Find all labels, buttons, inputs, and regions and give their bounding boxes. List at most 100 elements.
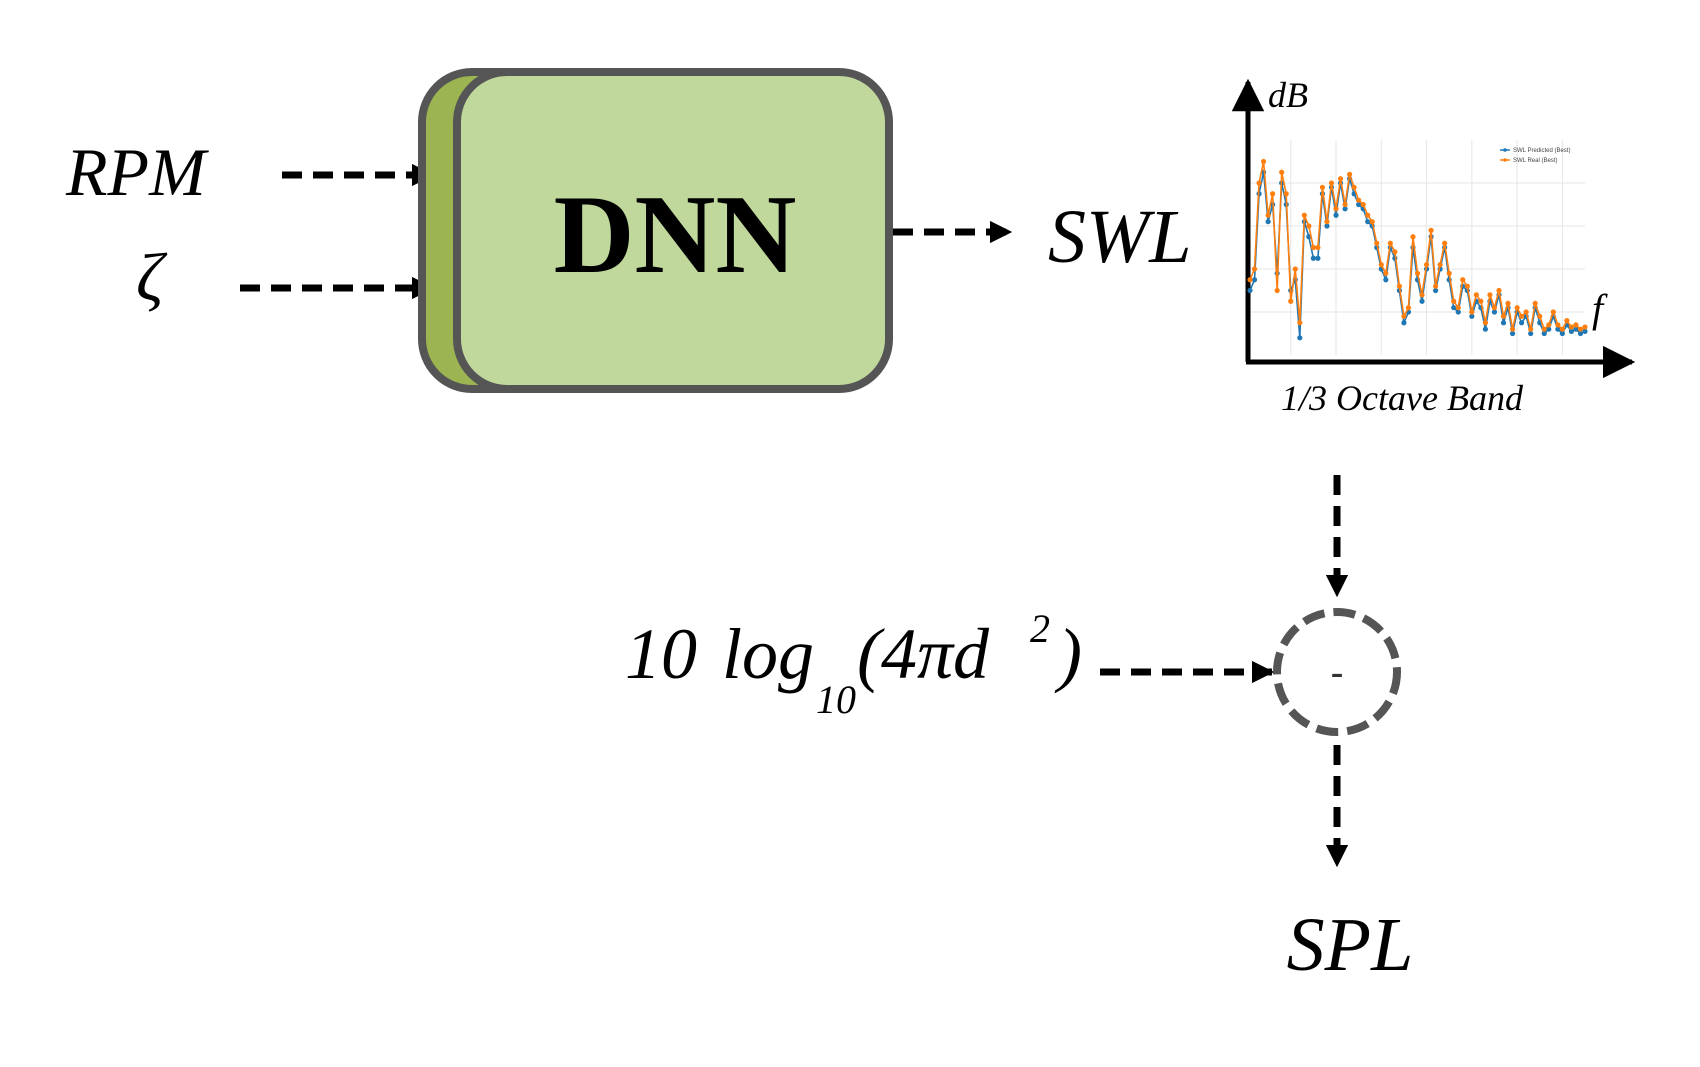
data-point-real [1555, 322, 1561, 328]
legend-marker-real [1503, 158, 1507, 162]
data-point-predicted [1356, 201, 1362, 208]
data-point-real [1365, 212, 1371, 218]
offset-argument: (4πd [857, 614, 990, 694]
data-point-predicted [1528, 330, 1534, 337]
data-point-predicted [1559, 330, 1565, 337]
dnn-block [453, 68, 893, 393]
data-point-real [1369, 219, 1375, 225]
data-point-real [1568, 324, 1575, 330]
data-point-real [1251, 266, 1258, 272]
data-point-real [1383, 270, 1389, 276]
data-point-real [1292, 266, 1298, 272]
data-point-real [1414, 270, 1421, 276]
data-point-real [1528, 326, 1534, 332]
data-point-predicted [1383, 277, 1389, 283]
data-point-real [1460, 277, 1466, 283]
data-point-real [1509, 326, 1516, 332]
data-point-real [1374, 240, 1380, 246]
data-point-predicted [1509, 330, 1516, 337]
data-point-real [1573, 322, 1579, 328]
data-point-predicted [1297, 335, 1303, 341]
data-point-real [1523, 309, 1529, 315]
data-point-predicted [1401, 320, 1407, 326]
spl-label: SPL [1287, 903, 1414, 987]
data-point-real [1401, 313, 1407, 319]
offset-exponent: 2 [1030, 606, 1050, 651]
data-point-real [1500, 313, 1507, 319]
data-point-real [1283, 191, 1289, 197]
data-point-real [1505, 300, 1511, 306]
data-point-real [1356, 197, 1362, 203]
data-point-real [1301, 212, 1307, 218]
plot-x-axis-label: f [1592, 286, 1608, 331]
data-point-predicted [1251, 277, 1258, 283]
data-point-predicted [1541, 330, 1547, 337]
data-point-real [1582, 324, 1588, 330]
data-point-real [1473, 292, 1479, 298]
data-point-real [1387, 240, 1393, 246]
data-point-predicted [1582, 328, 1588, 334]
data-point-predicted [1573, 326, 1579, 332]
data-point-predicted [1469, 313, 1475, 319]
data-point-real [1482, 320, 1489, 326]
zeta-label: ζ [136, 239, 168, 315]
plot-y-axis-label: dB [1268, 75, 1308, 115]
data-point-real [1541, 326, 1547, 332]
subtract-node [1273, 608, 1401, 736]
data-point-predicted [1433, 287, 1439, 294]
plot-legend: SWL Predicted (Best) SWL Real (Best) [1500, 148, 1570, 164]
data-point-real [1419, 292, 1425, 298]
data-point-real [1328, 180, 1335, 186]
data-point-predicted [1500, 320, 1507, 326]
data-point-real [1288, 298, 1294, 304]
data-point-real [1437, 262, 1443, 268]
data-point-predicted [1333, 212, 1339, 218]
data-point-real [1519, 313, 1525, 319]
data-point-real [1550, 309, 1556, 315]
data-point-real [1577, 326, 1584, 332]
data-point-real [1532, 300, 1538, 306]
data-point-real [1256, 180, 1262, 186]
data-point-real [1451, 298, 1457, 304]
dnn-label: DNN [554, 173, 797, 297]
data-point-real [1428, 227, 1434, 233]
data-point-predicted [1342, 206, 1348, 212]
data-point-predicted [1546, 326, 1552, 332]
spectrum-plot: SWL Predicted (Best) SWL Real (Best) dB … [1231, 75, 1636, 418]
data-point-real [1487, 292, 1493, 298]
data-point-real [1306, 223, 1312, 229]
data-point-predicted [1265, 219, 1271, 225]
offset-close-paren: ) [1054, 614, 1082, 694]
data-point-real [1270, 191, 1276, 197]
data-point-real [1410, 234, 1416, 240]
data-point-predicted [1451, 305, 1457, 311]
data-point-real [1559, 326, 1565, 332]
data-point-real [1378, 262, 1384, 268]
data-point-real [1346, 171, 1353, 177]
data-point-real [1260, 158, 1267, 165]
legend-label-real: SWL Real (Best) [1513, 158, 1557, 164]
data-point-predicted [1568, 328, 1575, 334]
data-point-real [1496, 287, 1502, 294]
data-point-real [1351, 184, 1357, 190]
data-point-real [1446, 270, 1452, 276]
data-point-real [1265, 212, 1271, 218]
data-point-predicted [1577, 330, 1584, 337]
data-point-predicted [1482, 326, 1489, 332]
legend-label-predicted: SWL Predicted (Best) [1513, 148, 1570, 154]
offset-log: log [722, 614, 814, 694]
data-point-predicted [1324, 223, 1330, 229]
data-point-real [1423, 262, 1430, 268]
data-point-real [1546, 322, 1552, 328]
offset-expression: 10 log 10 (4πd 2 ) [625, 606, 1082, 722]
data-point-predicted [1455, 309, 1461, 315]
legend-marker-predicted [1503, 148, 1507, 152]
data-point-predicted [1247, 287, 1253, 294]
data-point-real [1337, 176, 1344, 182]
data-point-real [1564, 318, 1570, 324]
data-point-predicted [1419, 298, 1425, 304]
data-point-real [1247, 277, 1253, 283]
data-point-real [1360, 201, 1366, 208]
